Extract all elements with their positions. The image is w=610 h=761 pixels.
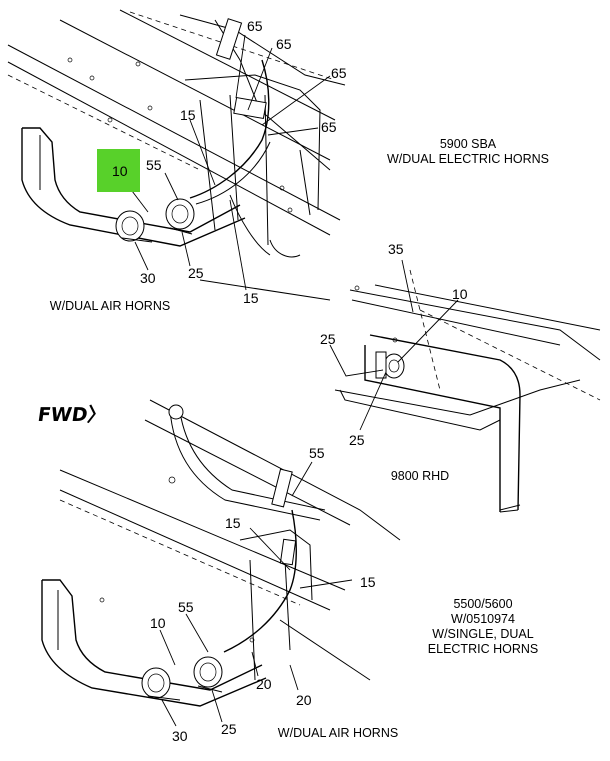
callout-label: 20: [296, 692, 312, 708]
caption-bottom-dual-air-horns: W/DUAL AIR HORNS: [277, 726, 399, 740]
callout-label: 25: [349, 432, 365, 448]
callout-label: 65: [331, 65, 347, 81]
caption-5500-5600: 5500/5600 W/0510974 W/SINGLE, DUAL ELECT…: [427, 597, 539, 656]
callout-label: 55: [146, 157, 162, 173]
highlighted-callout-10: 10: [97, 149, 140, 192]
callout-label: 25: [221, 721, 237, 737]
callout-label: 20: [256, 676, 272, 692]
caption-5900-sba: 5900 SBA W/DUAL ELECTRIC HORNS: [386, 137, 550, 166]
caption-9800-rhd: 9800 RHD: [390, 469, 450, 483]
callout-label: 35: [388, 241, 404, 257]
bottom-horn-assembly: [41, 399, 401, 727]
callout-label: 10: [112, 163, 128, 179]
forward-arrow-icon: 〉: [85, 404, 109, 426]
forward-direction-indicator: FWD〉: [36, 400, 109, 427]
callout-label: 65: [321, 119, 337, 135]
callout-label: 10: [150, 615, 166, 631]
callout-label: 10: [452, 286, 468, 302]
callout-label: 55: [178, 599, 194, 615]
callout-label: 15: [180, 107, 196, 123]
callout-label: 30: [140, 270, 156, 286]
callout-label: 15: [243, 290, 259, 306]
callout-label: 65: [247, 18, 263, 34]
fwd-label: FWD: [36, 404, 90, 426]
callout-label: 30: [172, 728, 188, 744]
top-horn-assembly: [7, 9, 346, 301]
callout-label: 15: [225, 515, 241, 531]
rhd-horn-assembly: [329, 259, 601, 513]
caption-top-dual-air-horns: W/DUAL AIR HORNS: [49, 299, 171, 313]
callout-label: 25: [320, 331, 336, 347]
callout-label: 15: [360, 574, 376, 590]
callout-label: 55: [309, 445, 325, 461]
callout-label: 65: [276, 36, 292, 52]
callout-label: 25: [188, 265, 204, 281]
